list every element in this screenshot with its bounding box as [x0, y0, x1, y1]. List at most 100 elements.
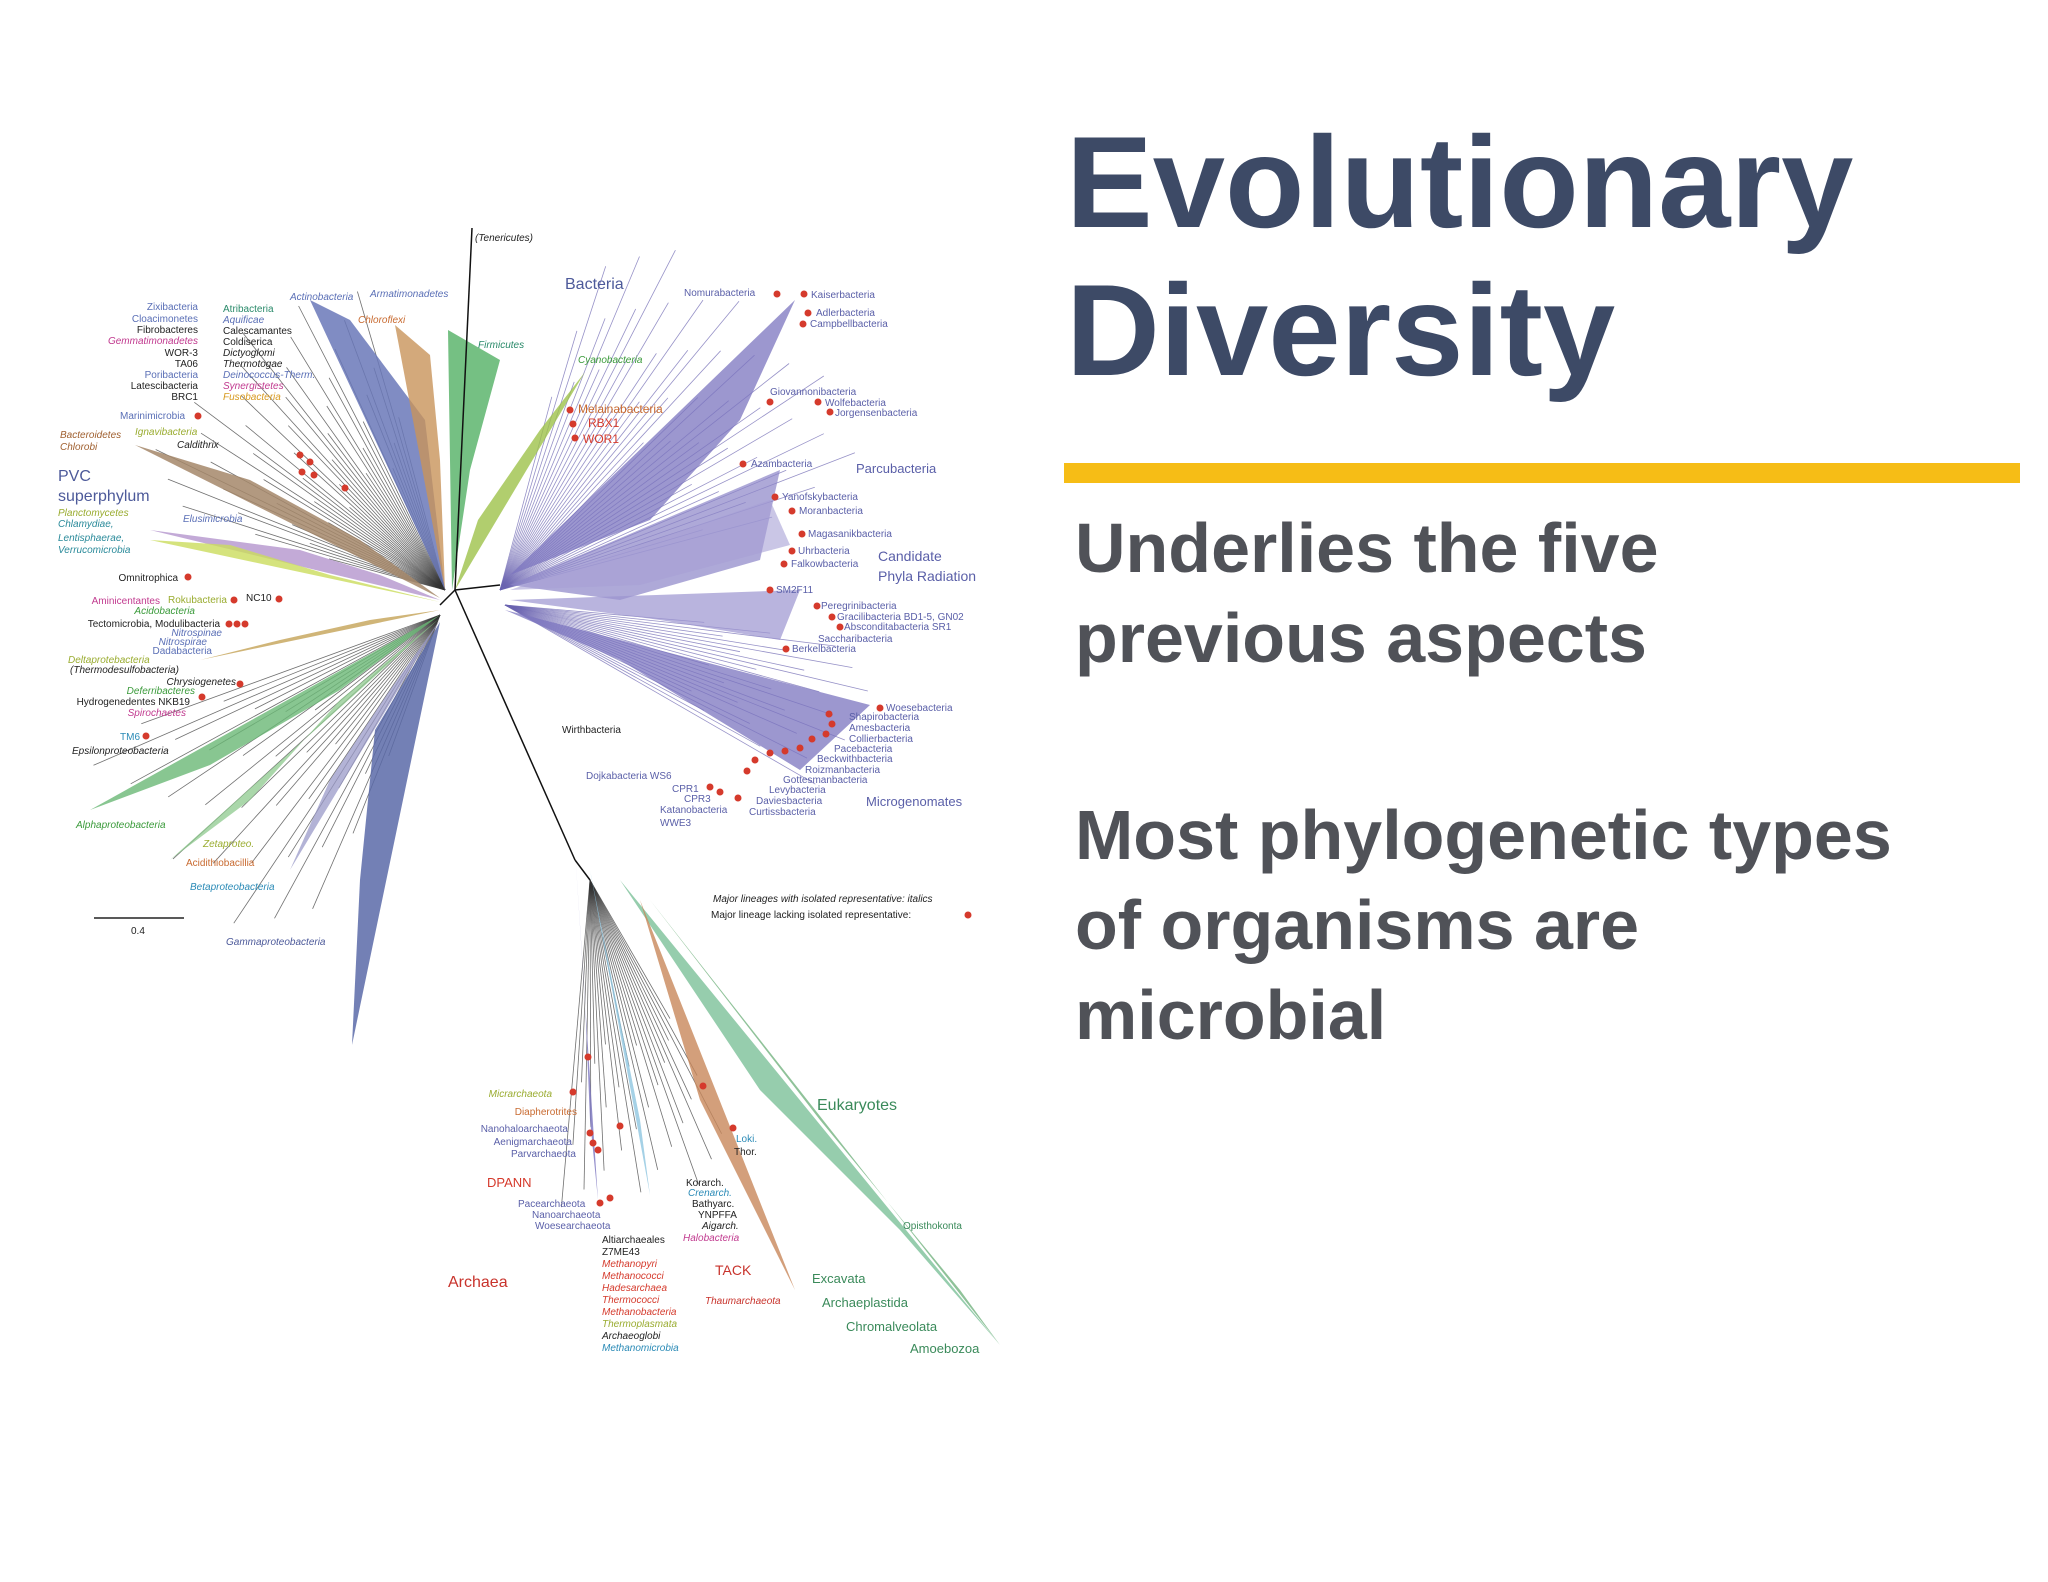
label-altiarchaeales: Altiarchaeales	[602, 1235, 665, 1246]
clade-wedges	[90, 300, 1000, 1345]
clade-wedge-tack	[640, 900, 795, 1290]
label-nitrospinae: Nitrospinae	[171, 628, 222, 639]
tree-branch	[504, 604, 868, 692]
clade-wedge-yanofsky	[510, 500, 790, 590]
tree-branch	[285, 396, 446, 591]
tree-branch	[233, 614, 441, 924]
label-hadesarchaea: Hadesarchaea	[602, 1283, 667, 1294]
tree-branch	[504, 604, 788, 651]
tree-branch	[212, 614, 441, 864]
dot-dpann2	[586, 1129, 594, 1137]
label-cloacimonetes: Cloacimonetes	[132, 314, 198, 325]
label-giovannonibacteria: Giovannonibacteria	[770, 387, 857, 398]
dot-roku	[230, 596, 238, 604]
label-cpr3: CPR3	[684, 794, 711, 805]
label-archaeoglobi: Archaeoglobi	[601, 1331, 661, 1342]
dot-campbell	[799, 320, 807, 328]
dot-nc10	[275, 595, 283, 603]
label-methanococci: Methanococci	[602, 1271, 664, 1282]
tree-branch	[589, 879, 605, 1171]
label-berkelbacteria: Berkelbacteria	[792, 644, 856, 655]
clade-wedge-zeta	[170, 618, 440, 860]
label-calescamantes: Calescamantes	[223, 326, 292, 337]
tree-branch	[581, 879, 591, 1083]
label-jorgensenbacteria: Jorgensenbacteria	[835, 408, 918, 419]
dot-pacearch2	[606, 1194, 614, 1202]
label-archaea: Archaea	[448, 1274, 508, 1291]
label-wor1: WOR1	[583, 432, 619, 446]
label-yanofskybacteria: Yanofskybacteria	[782, 492, 858, 503]
dot-yanofsky	[771, 493, 779, 501]
label-woesebacteria: Woesebacteria	[886, 703, 953, 714]
tree-branch	[252, 453, 446, 591]
tree-branch	[504, 604, 805, 671]
tree-branch	[499, 359, 628, 591]
tree-branch	[365, 472, 446, 591]
label-deferribacteres: Deferribacteres	[127, 686, 195, 697]
tree-branch	[504, 604, 741, 653]
dot-giovannoni	[766, 398, 774, 406]
tree-branch	[309, 542, 446, 591]
label-gottesmanbacteria: Gottesmanbacteria	[783, 775, 868, 786]
dot-adler	[804, 309, 812, 317]
tree-trunk	[454, 589, 576, 861]
tree-branch	[288, 425, 446, 591]
tree-trunk	[454, 584, 501, 591]
tree-branch	[589, 879, 659, 1086]
label-magasanikbacteria: Magasanikbacteria	[808, 529, 892, 540]
label-amesbacteria: Amesbacteria	[849, 723, 911, 734]
label-tenericutes: (Tenericutes)	[475, 233, 533, 244]
label-chromalveolata: Chromalveolata	[846, 1319, 938, 1334]
tree-branch	[589, 879, 673, 1147]
dot-ames	[828, 720, 836, 728]
label-pvc2: superphylum	[58, 488, 150, 505]
label-loki: Loki.	[736, 1134, 757, 1145]
tree-branch	[308, 614, 441, 800]
label-korarch: Korarch.	[686, 1178, 724, 1189]
tree-branch	[290, 336, 446, 591]
label-nc10: NC10	[246, 593, 272, 604]
label-thor: Thor.	[734, 1147, 757, 1158]
tree-branch	[589, 879, 596, 1064]
dot-levy	[751, 756, 759, 764]
clade-wedge-euryarch	[590, 870, 650, 1195]
tree-branch	[240, 395, 446, 591]
label-latescibacteria: Latescibacteria	[131, 381, 199, 392]
label-rbx1: RBX1	[588, 416, 620, 430]
clade-wedge-delta	[200, 610, 440, 660]
dot-micrarch	[569, 1088, 577, 1096]
dot-dpann1	[584, 1053, 592, 1061]
clade-wedge-eukaryotes	[620, 880, 1000, 1345]
label-aenigmarchaeota: Aenigmarchaeota	[494, 1137, 573, 1148]
phylogenetic-tree: (Tenericutes) Bacteria Zixibacteria Cloa…	[58, 227, 1000, 1356]
label-azambacteria: Azambacteria	[751, 459, 813, 470]
tree-branch	[499, 433, 824, 591]
tree-branch	[499, 381, 575, 591]
dot-gracili	[828, 613, 836, 621]
label-diapherotrites: Diapherotrites	[515, 1107, 577, 1118]
tree-branch	[175, 614, 441, 740]
label-tectomicrobia: Tectomicrobia, Modulibacteria	[88, 619, 221, 630]
label-gemmatimonadetes: Gemmatimonadetes	[108, 336, 198, 347]
tree-branch	[589, 879, 649, 1108]
dot-falkow	[780, 560, 788, 568]
label-deltaproteo: Deltaprotebacteria	[68, 655, 150, 666]
label-pacebacteria: Pacebacteria	[834, 744, 893, 755]
label-verrucomicrobia: Verrucomicrobia	[58, 545, 131, 556]
tree-branch	[499, 302, 669, 591]
dot-woese	[876, 704, 884, 712]
clade-wedge-dpann	[575, 850, 598, 1200]
point-microbial: Most phylogenetic types of organisms are…	[1075, 790, 2015, 1060]
tree-branch	[499, 350, 689, 591]
label-campbellbacteria: Campbellbacteria	[810, 319, 888, 330]
label-omnitrophica: Omnitrophica	[119, 573, 179, 584]
accent-divider	[1064, 463, 2020, 483]
dot-hydro	[198, 693, 206, 701]
tree-trunk	[574, 859, 591, 881]
tree-branch	[331, 459, 446, 591]
dot-peregrini	[813, 602, 821, 610]
tree-branch	[130, 614, 441, 785]
dot-dpann3	[589, 1139, 597, 1147]
point1-line-1: Underlies the five	[1075, 509, 1659, 587]
dot-shapiro	[825, 710, 833, 718]
